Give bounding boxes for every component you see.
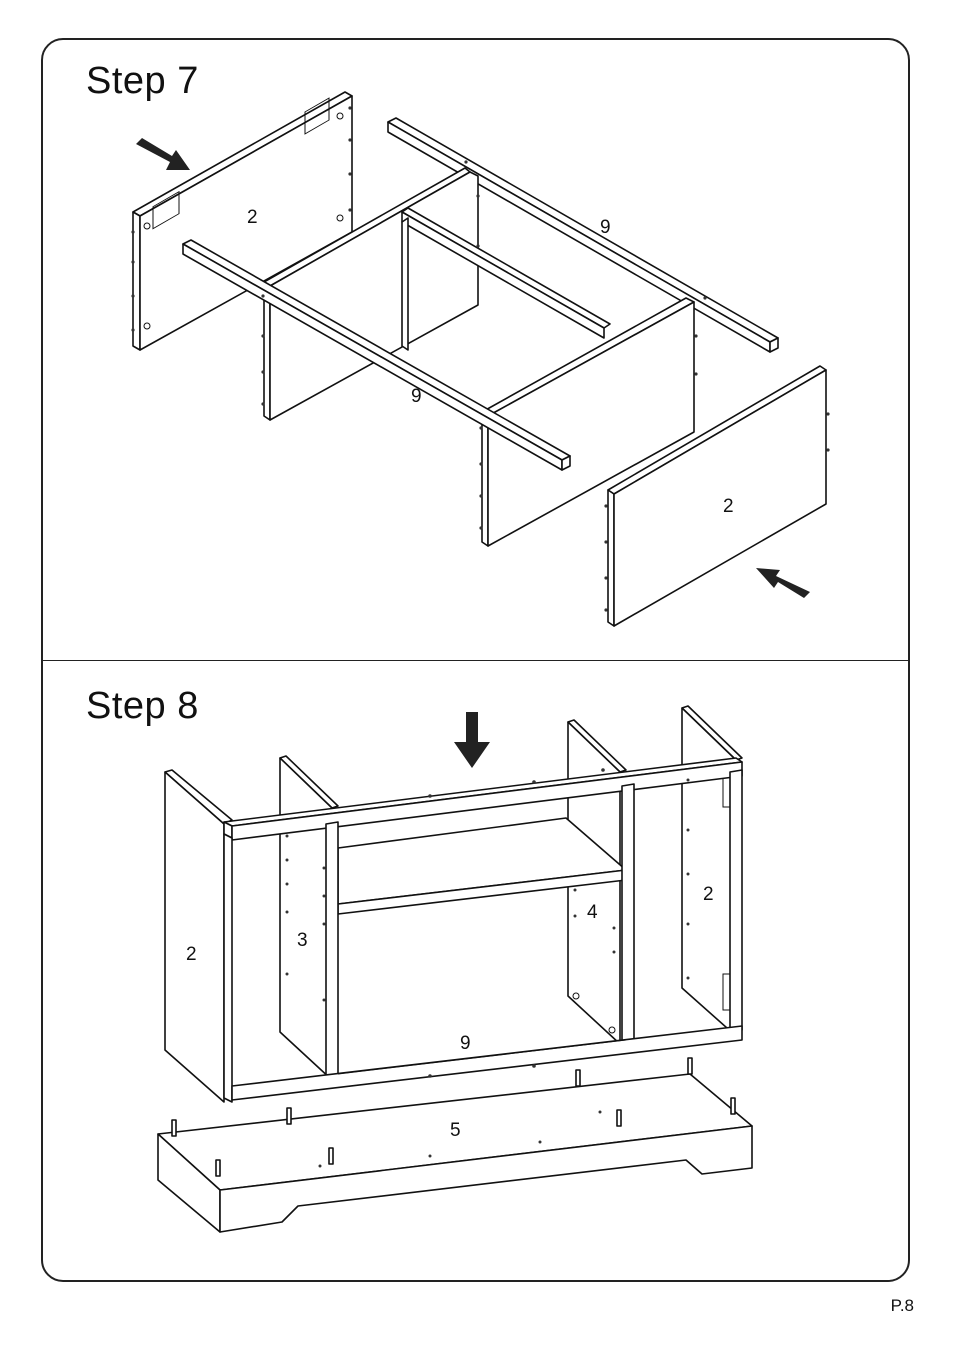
label-base: 5 <box>450 1120 461 1141</box>
step-7-diagram: 2 9 9 2 <box>131 92 829 626</box>
arrow-icon <box>136 138 190 170</box>
label-bottom-rail: 9 <box>460 1033 471 1054</box>
label-right-panel: 2 <box>723 496 734 517</box>
page-number: P.8 <box>891 1296 914 1316</box>
down-arrow-icon <box>454 712 490 768</box>
label-right-side: 2 <box>703 884 714 905</box>
label-left-panel: 2 <box>247 207 258 228</box>
step-8-diagram: 2 3 4 2 9 5 <box>158 706 752 1232</box>
label-left-side: 2 <box>186 944 197 965</box>
arrow-icon <box>756 568 810 598</box>
left-side-panel-2 <box>165 770 232 1102</box>
label-divider-4: 4 <box>587 902 598 923</box>
label-divider-3: 3 <box>297 930 308 951</box>
label-front-rail: 9 <box>411 386 422 407</box>
label-back-rail: 9 <box>600 217 611 238</box>
